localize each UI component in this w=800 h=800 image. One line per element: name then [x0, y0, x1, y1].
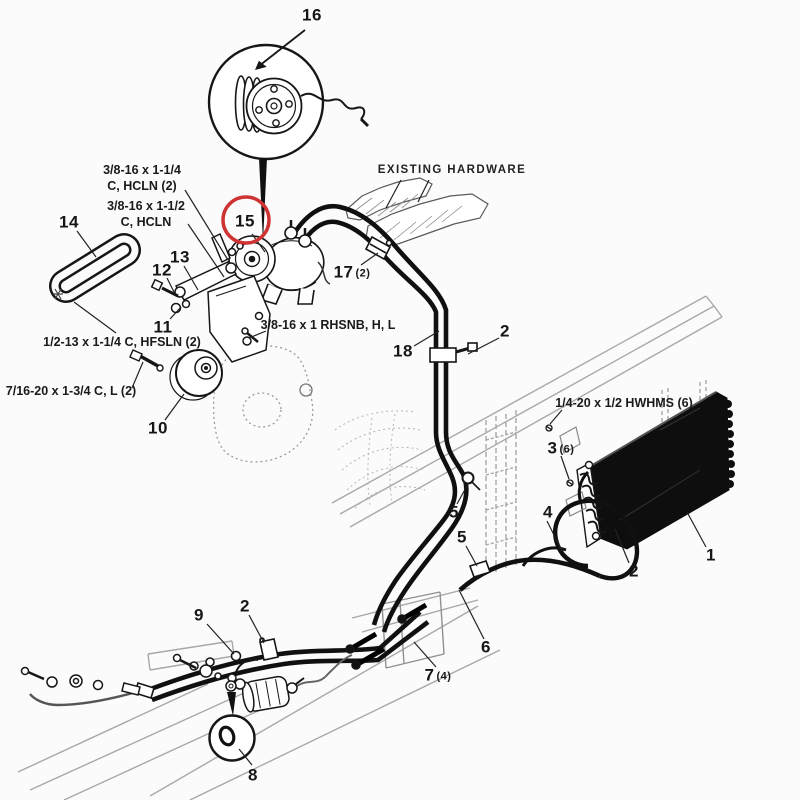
callout-2-mid: 2: [629, 563, 641, 580]
callout-4: 4: [543, 504, 555, 521]
callout-6-number: 6: [481, 637, 491, 657]
callout-2-top-number: 2: [500, 321, 510, 341]
idler-pulley-drawing: [129, 349, 223, 401]
callout-2-top: 2: [500, 323, 512, 340]
label-hfsln: 1/2-13 x 1-1/4 C, HFSLN (2): [43, 334, 201, 349]
callout-9-number: 9: [194, 605, 204, 625]
hose-clamps: [134, 235, 492, 700]
label-hcln-1-1-2: 3/8-16 x 1-1/2 C, HCLN: [107, 198, 185, 229]
o-ring-drawing: [218, 725, 236, 747]
screw-glyphs: [545, 424, 574, 487]
callout-17-number: 17: [333, 262, 354, 282]
callout-16-number: 16: [302, 5, 322, 25]
callout-3-number: 3: [547, 438, 558, 458]
callout-6: 6: [481, 639, 493, 656]
label-existing-hardware: EXISTING HARDWARE: [377, 164, 527, 176]
balloon-8-pointer: [227, 692, 236, 716]
callout-17: 17(2): [334, 264, 371, 281]
leader-lines: [73, 179, 707, 668]
callout-9: 9: [194, 607, 206, 624]
callout-2-mid-number: 2: [629, 561, 639, 581]
callout-2-bottom: 2: [240, 598, 252, 615]
callout-5-upper-number: 5: [449, 502, 459, 522]
callout-13: 13: [170, 249, 192, 266]
clutch-wire-drawing: [300, 92, 366, 120]
callout-11-number: 11: [153, 317, 173, 337]
callout-16-arrow: [255, 29, 306, 70]
callout-7: 7(4): [425, 667, 452, 684]
callout-2-bottom-number: 2: [240, 596, 250, 616]
callout-15-number: 15: [235, 211, 255, 231]
balloon-16-pointer: [259, 158, 267, 242]
callout-3: 3(6): [548, 440, 575, 457]
callout-4-number: 4: [543, 502, 553, 522]
existing-hardware-sketch: [345, 177, 489, 247]
clutch-pulley-drawing: [234, 75, 303, 135]
label-hcln-1-1-4: 3/8-16 x 1-1/4 C, HCLN (2): [103, 162, 181, 193]
phantom-engine-outline: [213, 345, 426, 509]
callout-11: 11: [154, 319, 175, 336]
callout-14-number: 14: [59, 212, 79, 232]
callout-5-lower: 5: [457, 529, 469, 546]
callout-14: 14: [59, 214, 81, 231]
compressor-drawing: [228, 220, 331, 305]
callout-1-number: 1: [706, 545, 716, 565]
callout-7-qty: (4): [436, 670, 452, 683]
condenser-drawing: [588, 391, 735, 550]
belt-star-mark: [53, 288, 63, 300]
callout-3-qty: (6): [559, 443, 575, 456]
receiver-drier-drawing: [20, 653, 305, 713]
callout-8-number: 8: [248, 765, 258, 785]
callout-10: 10: [148, 420, 170, 437]
refrigerant-hoses: [29, 203, 640, 707]
callout-8: 8: [248, 767, 260, 784]
callout-18-number: 18: [393, 341, 413, 361]
callout-7-number: 7: [424, 665, 435, 685]
callout-16: 16: [302, 7, 324, 24]
detail-balloon-16: [207, 29, 370, 242]
callout-5-upper: 5: [449, 504, 461, 521]
callout-18: 18: [393, 343, 415, 360]
callout-12-number: 12: [152, 260, 172, 280]
drive-belt-drawing: [49, 233, 141, 303]
callout-12: 12: [152, 262, 174, 279]
label-cl-bolt: 7/16-20 x 1-3/4 C, L (2): [5, 383, 137, 398]
highlight-circle-15: [221, 195, 271, 245]
frame-structure: [17, 295, 723, 800]
callout-10-number: 10: [148, 418, 168, 438]
label-rhsnb: 3/8-16 x 1 RHSNB, H, L: [260, 317, 396, 332]
callout-5-lower-number: 5: [457, 527, 467, 547]
label-hwhms: 1/4-20 x 1/2 HWHMS (6): [555, 395, 693, 410]
callout-1: 1: [706, 547, 718, 564]
callout-15: 15: [235, 213, 257, 230]
callout-13-number: 13: [170, 247, 190, 267]
callout-17-qty: (2): [355, 267, 371, 280]
detail-balloon-8: [208, 680, 256, 766]
